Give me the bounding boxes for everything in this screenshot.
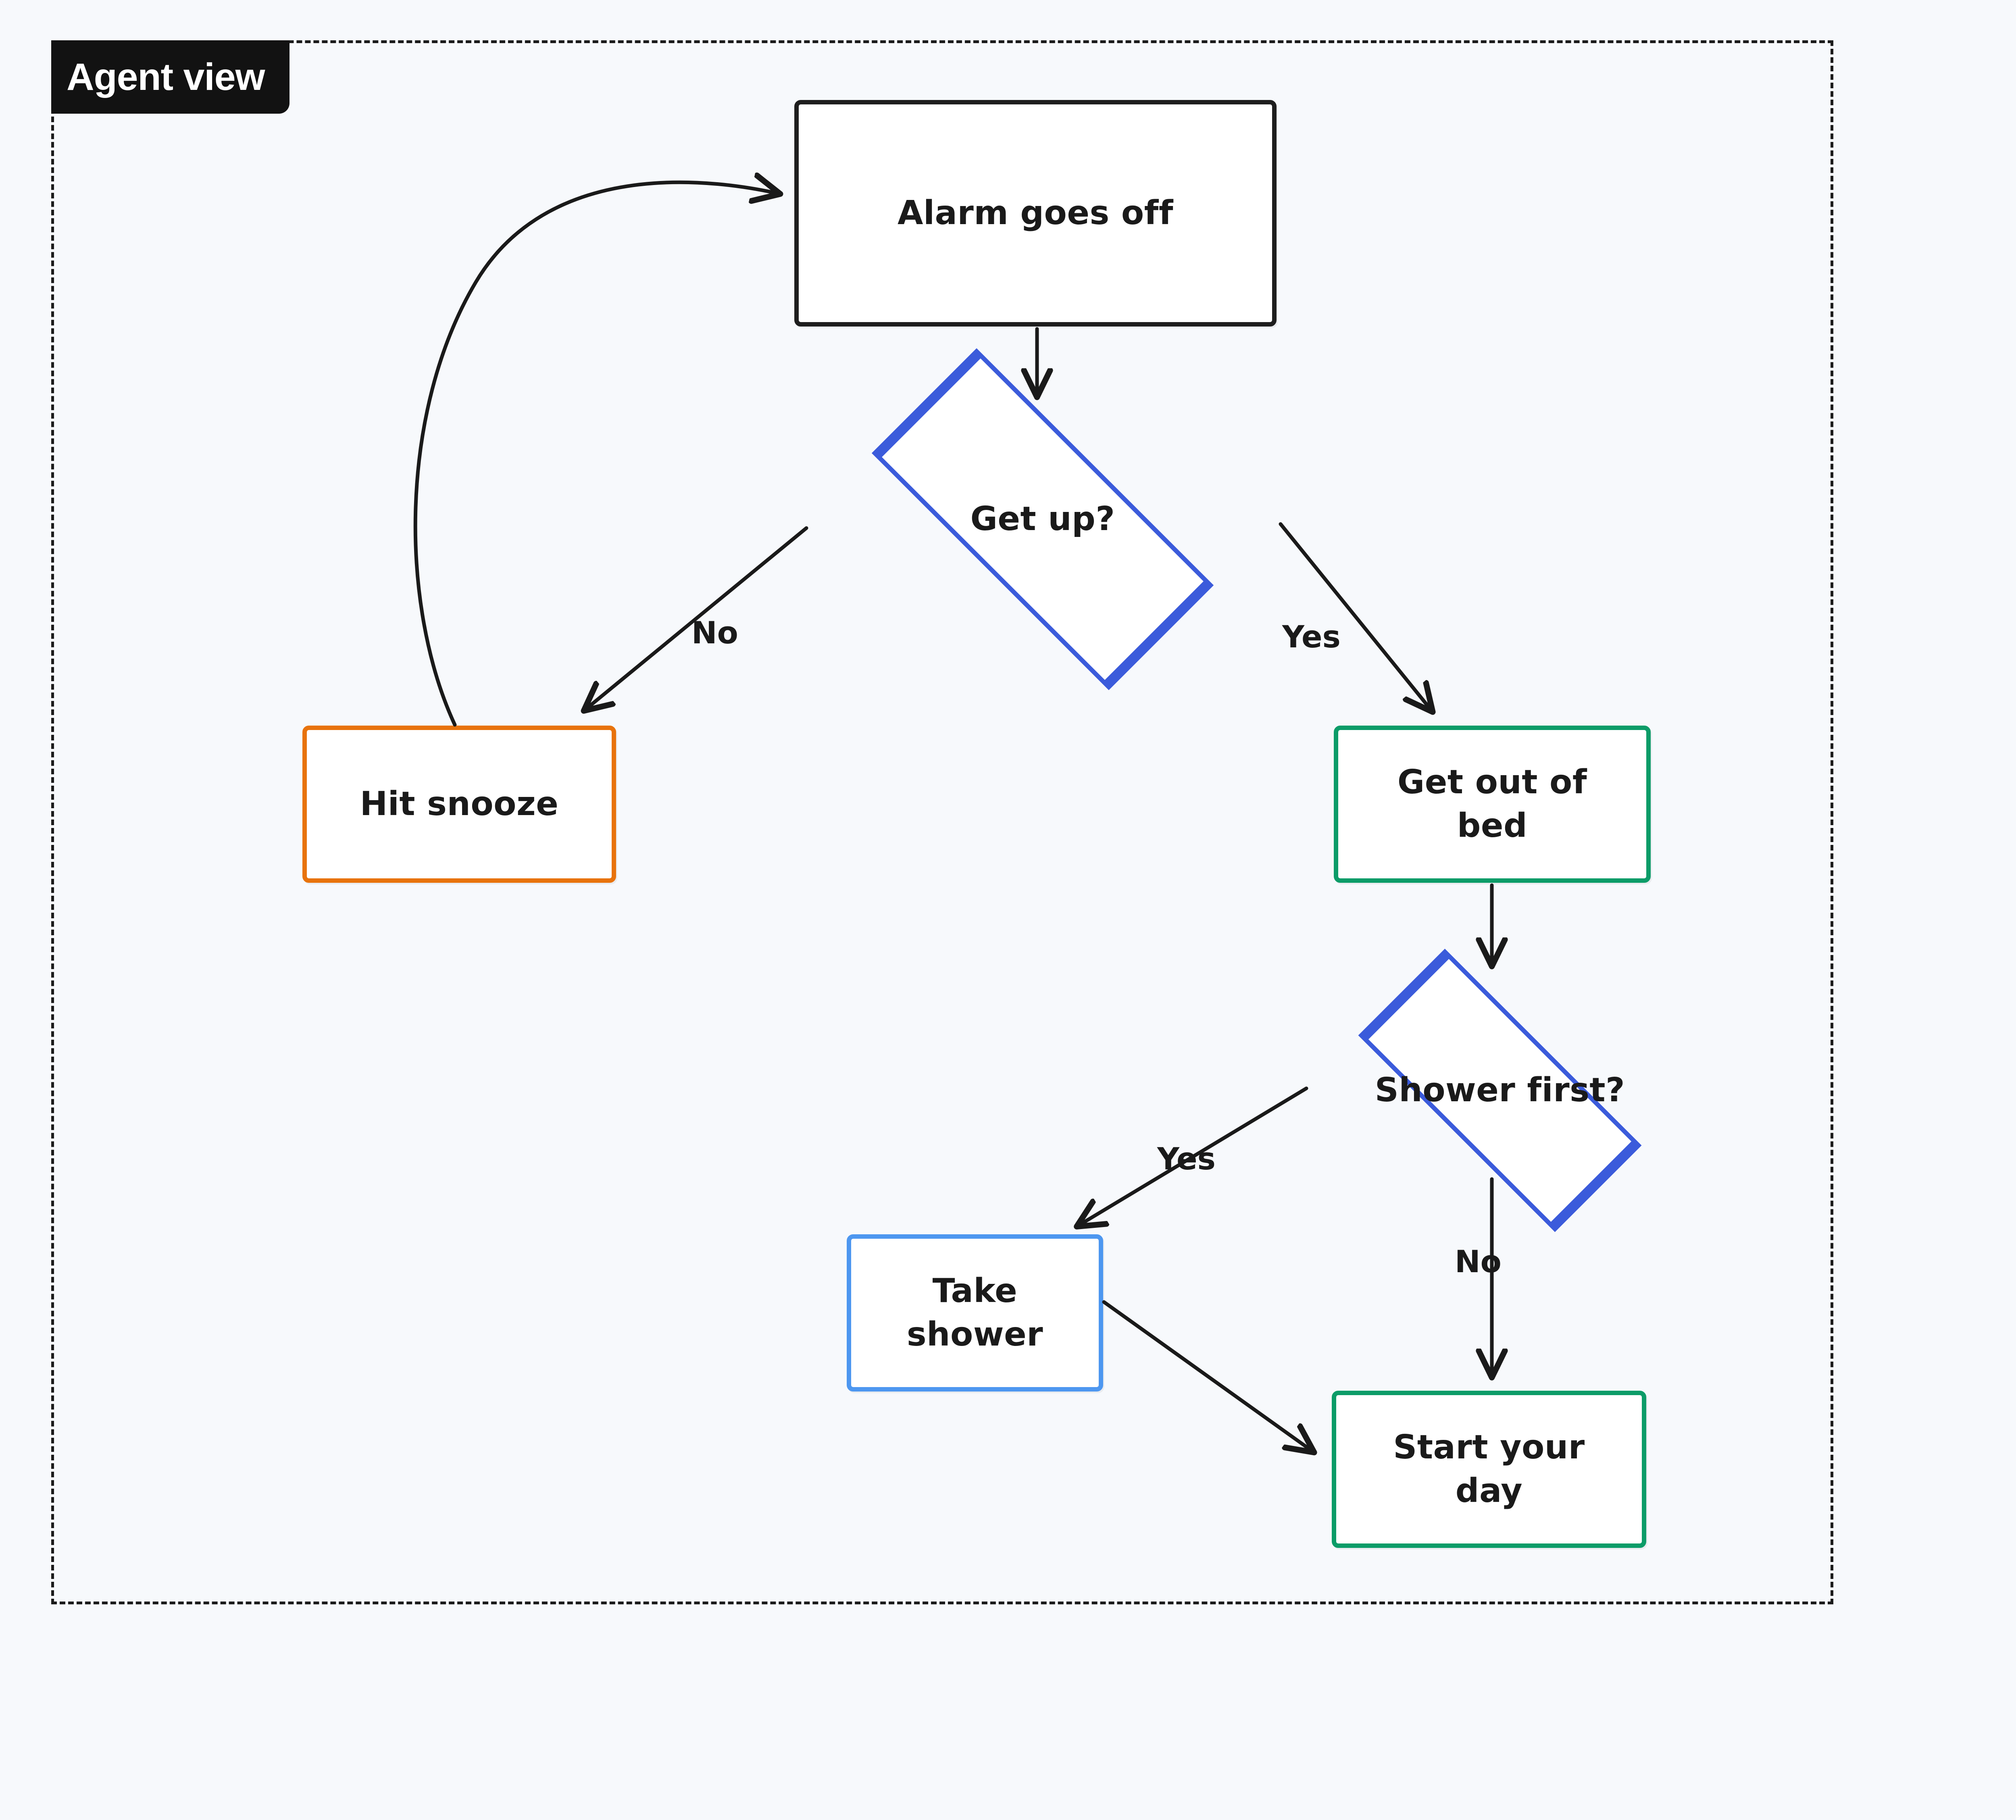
flow-node-label: Start your day bbox=[1393, 1428, 1585, 1510]
flow-node-shower-first-decision[interactable]: Shower first? bbox=[1302, 948, 1697, 1232]
flow-node-label: Get up? bbox=[970, 499, 1115, 538]
edge-label-getup-no: No bbox=[691, 615, 738, 651]
flow-node-start-your-day[interactable]: Start your day bbox=[1332, 1391, 1646, 1548]
agent-view-badge-label: Agent view bbox=[67, 55, 265, 98]
agent-view-badge: Agent view bbox=[51, 40, 289, 114]
flow-node-get-out-of-bed[interactable]: Get out of bed bbox=[1334, 726, 1651, 883]
flow-node-label: Shower first? bbox=[1375, 1071, 1625, 1109]
flow-node-label: Hit snooze bbox=[360, 784, 559, 823]
flow-node-label: Take shower bbox=[906, 1271, 1043, 1354]
flow-node-take-shower[interactable]: Take shower bbox=[847, 1234, 1103, 1392]
edge-label-shower-yes: Yes bbox=[1157, 1141, 1216, 1177]
edge-label-shower-no: No bbox=[1455, 1244, 1502, 1279]
flow-node-label: Alarm goes off bbox=[897, 193, 1174, 232]
flow-node-hit-snooze[interactable]: Hit snooze bbox=[302, 726, 616, 883]
flow-node-label: Get out of bed bbox=[1397, 763, 1587, 845]
edge-label-getup-yes: Yes bbox=[1282, 619, 1341, 655]
flow-node-get-up-decision[interactable]: Get up? bbox=[805, 348, 1281, 691]
flow-node-alarm-goes-off[interactable]: Alarm goes off bbox=[794, 100, 1277, 327]
